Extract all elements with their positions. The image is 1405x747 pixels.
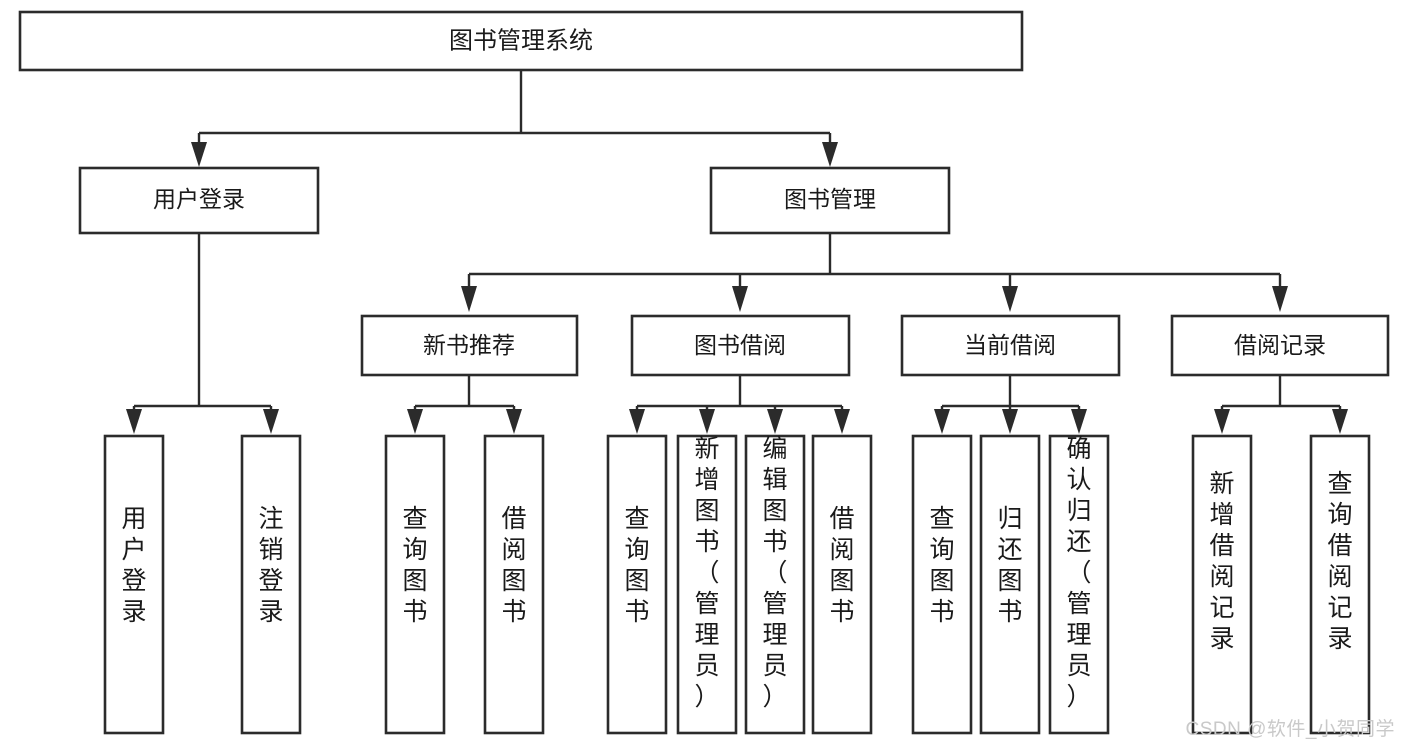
arrowhead-user-login [191, 142, 207, 167]
node-leaf-add-record-box[interactable] [1191, 434, 1253, 735]
node-leaf-query-record-box[interactable] [1309, 434, 1371, 735]
arrowhead-book-manage [822, 142, 838, 167]
arrowhead-leaf-query-book-2 [629, 409, 645, 434]
node-leaf-logout-label: 注销登录 [258, 505, 283, 626]
node-leaf-borrow-book-2[interactable]: 借阅图书 [811, 434, 873, 735]
node-new-book-recommend-box[interactable] [360, 314, 579, 377]
node-leaf-query-book-3-label: 查询图书 [929, 505, 954, 626]
node-current-borrow[interactable]: 当前借阅 [900, 314, 1121, 377]
node-leaf-borrow-book-2-label: 借阅图书 [829, 505, 854, 626]
node-leaf-user-login[interactable]: 用户登录 [103, 434, 165, 735]
node-leaf-confirm-return[interactable]: 确认归还（管理员） [1048, 434, 1110, 735]
node-leaf-confirm-return-box[interactable] [1048, 434, 1110, 735]
node-leaf-return-book-label: 归还图书 [997, 505, 1022, 626]
node-leaf-add-book-box[interactable] [676, 434, 738, 735]
arrowhead-current-borrow [1002, 286, 1018, 312]
node-leaf-borrow-book-1[interactable]: 借阅图书 [483, 434, 545, 735]
node-leaf-query-book-2-label: 查询图书 [624, 505, 649, 626]
node-leaf-query-book-1-box[interactable] [384, 434, 446, 735]
node-book-borrow-label: 图书借阅 [694, 332, 786, 358]
node-leaf-query-record[interactable]: 查询借阅记录 [1309, 434, 1371, 735]
node-leaf-return-book-box[interactable] [979, 434, 1041, 735]
node-borrow-record-label: 借阅记录 [1234, 332, 1326, 358]
node-leaf-user-login-box[interactable] [103, 434, 165, 735]
node-root-label: 图书管理系统 [449, 27, 593, 54]
node-root[interactable]: 图书管理系统 [18, 10, 1024, 72]
connector-layer [126, 70, 1348, 434]
node-leaf-borrow-book-2-box[interactable] [811, 434, 873, 735]
node-leaf-query-book-3-box[interactable] [911, 434, 973, 735]
arrowhead-leaf-logout [263, 409, 279, 434]
node-borrow-record[interactable]: 借阅记录 [1170, 314, 1390, 377]
node-leaf-logout[interactable]: 注销登录 [240, 434, 302, 735]
node-leaf-return-book[interactable]: 归还图书 [979, 434, 1041, 735]
node-leaf-confirm-return-label: 确认归还（管理员） [1066, 435, 1091, 711]
node-user-login-label: 用户登录 [153, 186, 245, 212]
node-leaf-user-login-label: 用户登录 [121, 505, 146, 626]
arrowhead-leaf-edit-book [767, 409, 783, 434]
node-leaf-logout-box[interactable] [240, 434, 302, 735]
node-borrow-record-box[interactable] [1170, 314, 1390, 377]
node-leaf-edit-book[interactable]: 编辑图书（管理员） [744, 434, 806, 735]
node-current-borrow-box[interactable] [900, 314, 1121, 377]
node-leaf-add-record[interactable]: 新增借阅记录 [1191, 434, 1253, 735]
node-leaf-query-book-1-label: 查询图书 [402, 505, 427, 626]
node-book-borrow-box[interactable] [630, 314, 851, 377]
arrowhead-leaf-borrow-book-2 [834, 409, 850, 434]
arrowhead-leaf-query-record [1332, 409, 1348, 434]
arrowhead-borrow-record [1272, 286, 1288, 312]
node-leaf-edit-book-label: 编辑图书（管理员） [762, 435, 787, 711]
node-leaf-add-book-label: 新增图书（管理员） [694, 435, 719, 711]
arrowhead-book-borrow [732, 286, 748, 312]
node-leaf-query-book-1[interactable]: 查询图书 [384, 434, 446, 735]
node-leaf-borrow-book-1-box[interactable] [483, 434, 545, 735]
node-leaf-query-book-2[interactable]: 查询图书 [606, 434, 668, 735]
node-leaf-query-book-2-box[interactable] [606, 434, 668, 735]
node-root-box[interactable] [18, 10, 1024, 72]
node-user-login-box[interactable] [78, 166, 320, 235]
node-current-borrow-label: 当前借阅 [964, 332, 1056, 358]
arrowhead-new-book-recommend [461, 286, 477, 312]
node-leaf-add-book[interactable]: 新增图书（管理员） [676, 434, 738, 735]
arrowhead-leaf-add-record [1214, 409, 1230, 434]
node-new-book-recommend-label: 新书推荐 [423, 332, 515, 358]
arrowhead-leaf-add-book [699, 409, 715, 434]
node-book-manage-label: 图书管理 [784, 186, 876, 212]
arrowhead-leaf-user-login [126, 409, 142, 434]
node-leaf-borrow-book-1-label: 借阅图书 [501, 505, 526, 626]
node-book-manage-box[interactable] [709, 166, 951, 235]
node-book-manage[interactable]: 图书管理 [709, 166, 951, 235]
node-leaf-edit-book-box[interactable] [744, 434, 806, 735]
node-user-login[interactable]: 用户登录 [78, 166, 320, 235]
node-new-book-recommend[interactable]: 新书推荐 [360, 314, 579, 377]
arrowhead-leaf-query-book-3 [934, 409, 950, 434]
arrowhead-leaf-query-book-1 [407, 409, 423, 434]
arrowhead-leaf-confirm-return [1071, 409, 1087, 434]
arrowhead-leaf-return-book [1002, 409, 1018, 434]
node-book-borrow[interactable]: 图书借阅 [630, 314, 851, 377]
node-leaf-add-record-label: 新增借阅记录 [1209, 470, 1234, 653]
node-leaf-query-record-label: 查询借阅记录 [1327, 470, 1352, 653]
arrowhead-leaf-borrow-book-1 [506, 409, 522, 434]
node-leaf-query-book-3[interactable]: 查询图书 [911, 434, 973, 735]
